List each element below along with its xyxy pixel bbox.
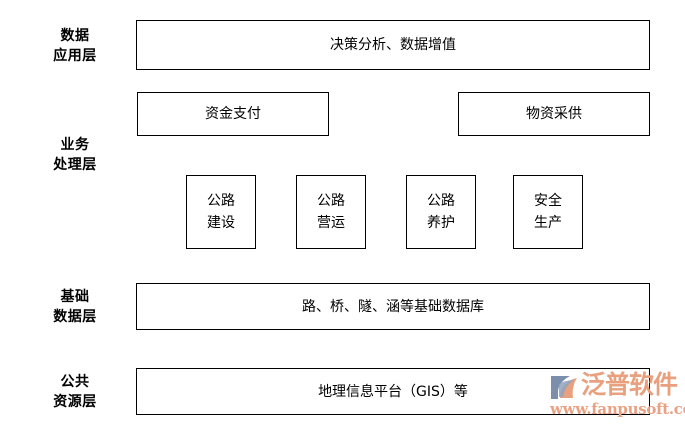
box-material-procurement: 物资采供: [458, 92, 650, 136]
box-basic-database: 路、桥、隧、涵等基础数据库: [136, 283, 650, 330]
box-highway-operation: 公路 营运: [296, 175, 366, 249]
layer-label-public-resource: 公共 资源层: [53, 374, 97, 410]
box-highway-construction: 公路 建设: [186, 175, 256, 249]
layer-label-basic-data: 基础 数据层: [53, 289, 97, 325]
layer-label-business-processing: 业务 处理层: [53, 137, 97, 173]
layer-label-data-application: 数据 应用层: [53, 28, 97, 64]
box-highway-maintenance: 公路 养护: [406, 175, 476, 249]
box-safe-production: 安全 生产: [513, 175, 583, 249]
box-decision-analysis: 决策分析、数据增值: [136, 20, 650, 70]
box-fund-payment: 资金支付: [137, 92, 329, 136]
box-gis-platform: 地理信息平台（GIS）等: [136, 368, 650, 415]
